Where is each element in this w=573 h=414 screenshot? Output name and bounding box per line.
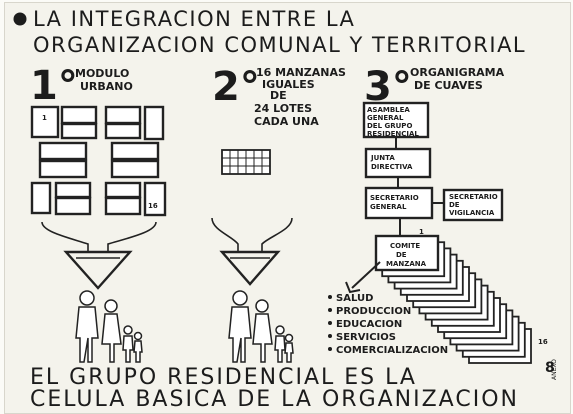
stack-last-label: 16: [538, 338, 548, 346]
urban-module-blocks: [30, 105, 167, 217]
asamblea-line-1: ASAMBLEA: [367, 106, 410, 114]
col2-number: 2°: [212, 64, 260, 110]
asamblea-line-4: RESIDENCIAL: [367, 130, 419, 138]
list-item-servicios: SERVICIOS: [336, 332, 396, 343]
vigilancia-line-1: SECRETARIO: [449, 193, 498, 201]
page-number: 8: [545, 360, 555, 376]
city-block: [30, 105, 60, 139]
side-note: ANEXO: [551, 359, 558, 380]
col1-funnel-right: [107, 221, 157, 252]
col3-label-1: ORGANIGRAMA: [410, 66, 505, 79]
col2-label-5: CADA UNA: [254, 115, 319, 128]
col2-down-arrow: [219, 250, 281, 286]
junta-line-1: JUNTA: [370, 154, 395, 162]
block-first-label: 1: [42, 114, 47, 122]
footer-line-2: CELULA BASICA DE LA ORGANIZACION: [30, 387, 519, 412]
junta-line-2: DIRECTIVA: [371, 163, 413, 171]
col1-funnel-left: [41, 221, 89, 252]
col2-label-1: 16 MANZANAS: [256, 66, 346, 79]
secretario-general-line-2: GENERAL: [370, 203, 407, 211]
col2-funnel-left: [211, 217, 239, 252]
comite-branch-arrowhead: [345, 281, 361, 294]
col1-number: 1°: [30, 63, 78, 109]
city-block: [60, 122, 98, 140]
asamblea-line-3: DEL GRUPO: [367, 122, 412, 130]
col3-label-2: DE CUAVES: [414, 79, 483, 92]
vigilancia-line-3: VIGILANCIA: [449, 209, 495, 217]
col1-down-arrow: [63, 250, 133, 290]
city-block: [104, 122, 142, 140]
col1-label-1: MODULO: [75, 67, 129, 80]
stack-first-label: 1: [419, 228, 424, 236]
city-block: [104, 105, 142, 125]
vigilancia-line-2: DE: [449, 201, 460, 209]
comite-line-3: MANZANA: [386, 260, 427, 268]
title-line-1: LA INTEGRACION ENTRE LA: [33, 7, 355, 31]
list-item-educacion: EDUCACION: [336, 319, 402, 330]
secretario-general-line-1: SECRETARIO: [370, 194, 419, 202]
col2-label-2: IGUALES: [262, 78, 315, 91]
col2-family-figures: [228, 290, 294, 363]
city-block: [110, 159, 160, 179]
comite-line-1: COMITE: [390, 242, 420, 250]
title-bullet: [13, 12, 27, 26]
block-last-label: 16: [148, 202, 158, 210]
list-item-produccion: PRODUCCION: [336, 306, 411, 317]
col2-funnel-right: [261, 217, 293, 252]
lots-grid: [221, 149, 271, 175]
list-item-salud: SALUD: [336, 293, 373, 304]
city-block: [38, 141, 88, 161]
city-block: [143, 181, 167, 217]
city-block: [104, 196, 142, 216]
footer-line-1: EL GRUPO RESIDENCIAL ES LA: [30, 365, 417, 390]
commission-list: SALUD PRODUCCION EDUCACION SERVICIOS COM…: [328, 293, 448, 356]
city-block: [110, 141, 160, 161]
box-junta-directiva: [364, 147, 432, 179]
asamblea-line-2: GENERAL: [367, 114, 404, 122]
col2-label-3: DE: [270, 89, 287, 102]
col1-family-figures: [75, 290, 143, 363]
city-block: [54, 181, 92, 199]
title-line-2: ORGANIZACION COMUNAL Y TERRITORIAL: [33, 33, 526, 57]
comite-line-2: DE: [396, 251, 407, 259]
city-block: [60, 105, 98, 125]
city-block: [30, 181, 52, 215]
list-item-comercializacion: COMERCIALIZACION: [336, 345, 448, 356]
city-block: [143, 105, 165, 141]
city-block: [104, 181, 142, 199]
col1-label-2: URBANO: [80, 80, 133, 93]
box-comite-manzana: [374, 234, 440, 272]
col2-label-4: 24 LOTES: [254, 102, 312, 115]
box-asamblea: [362, 101, 430, 139]
box-secretario-vigilancia: [442, 188, 504, 222]
comite-branch-arrow: [351, 261, 381, 289]
city-block: [38, 159, 88, 179]
city-block: [54, 196, 92, 216]
